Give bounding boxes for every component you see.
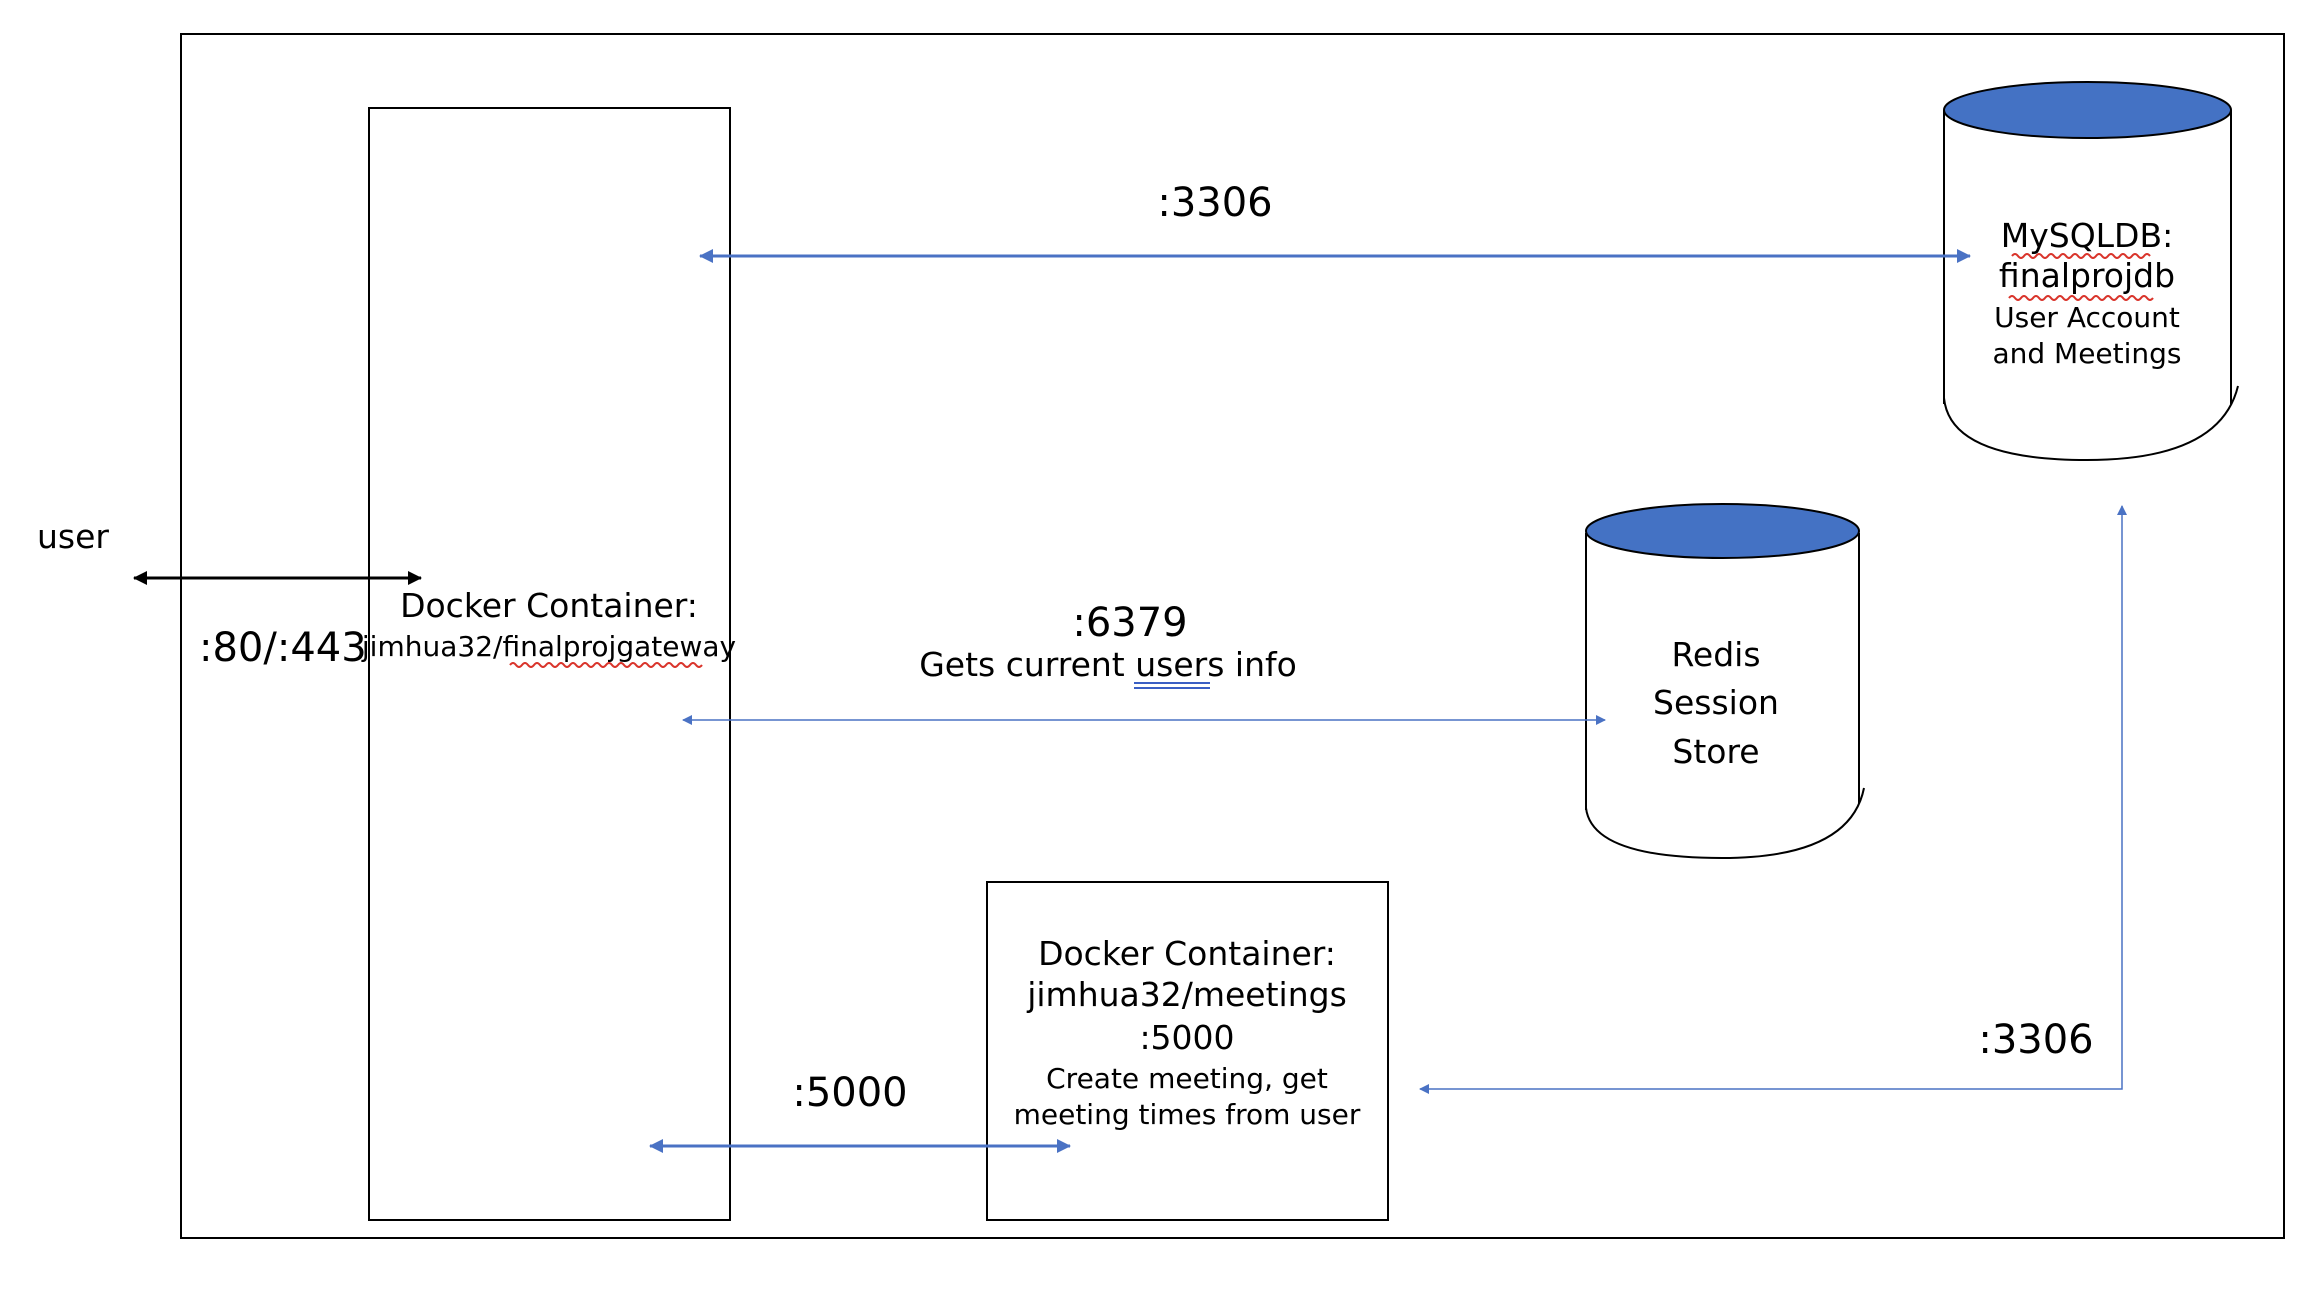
system-boundary	[180, 33, 2285, 1239]
meetings-port-link-label: :5000	[792, 1070, 907, 1116]
mysql-title-spellcheck-underline	[2011, 253, 2151, 259]
mysql-db-name: finalprojdb	[1999, 256, 2175, 295]
redis-port-label: :6379	[1072, 600, 1187, 646]
mysql-database-cylinder	[1943, 81, 2239, 462]
redis-database-top	[1585, 503, 1860, 559]
mysql-desc-line2: and Meetings	[1992, 337, 2181, 370]
mysql-db-name-spellcheck-underline	[2008, 295, 2154, 301]
meetings-mysql-arrow	[1419, 505, 2127, 1094]
gateway-image-name: jimhua32/finalprojgateway	[361, 630, 736, 663]
meetings-container-box	[986, 881, 1389, 1221]
meetings-desc-line1: Create meeting, get	[1046, 1062, 1328, 1095]
meetings-title: Docker Container:	[1038, 934, 1336, 973]
mysql-database-top	[1943, 81, 2232, 139]
redis-label-line3: Store	[1672, 732, 1759, 771]
meetings-desc-line2: meeting times from user	[1014, 1098, 1361, 1131]
redis-label-line1: Redis	[1671, 635, 1760, 674]
mysql-desc-line1: User Account	[1994, 301, 2180, 334]
meetings-port: :5000	[1139, 1018, 1234, 1057]
mysql-port-label-bottom: :3306	[1978, 1017, 2093, 1063]
gateway-image-spellcheck-underline	[509, 662, 703, 668]
gateway-title: Docker Container:	[400, 586, 698, 625]
redis-description: Gets current users info	[919, 645, 1297, 684]
mysql-port-label-top: :3306	[1157, 180, 1272, 226]
user-port-label: :80/:443	[199, 625, 367, 671]
mysql-title: MySQLDB:	[2001, 216, 2173, 255]
meetings-image-name: jimhua32/meetings	[1026, 975, 1347, 1014]
redis-database-cylinder	[1585, 503, 1865, 860]
user-label: user	[37, 517, 109, 556]
redis-label-line2: Session	[1653, 683, 1779, 722]
